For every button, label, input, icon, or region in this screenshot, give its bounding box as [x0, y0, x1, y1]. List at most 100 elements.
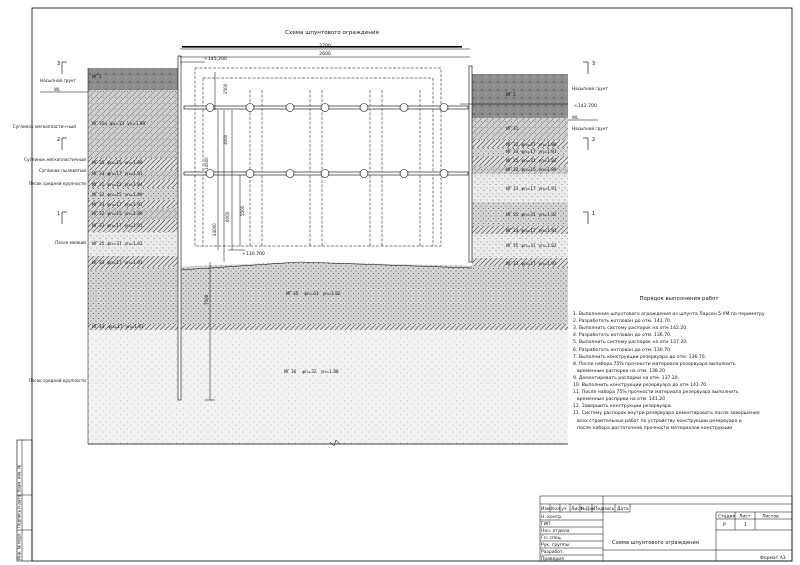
note-item: всех строительных работ по устройству ко…: [577, 418, 742, 424]
note-item: временные распорки на отм. 141.20: [577, 397, 666, 403]
sheet-value: 1: [744, 522, 747, 528]
svg-text:№Док: №Док: [581, 506, 595, 512]
dim-top1: 2700: [319, 43, 331, 49]
note-item: 2. Разработать котлован до отм. 141.70.: [573, 319, 672, 325]
dim-3000: 3000: [223, 134, 228, 145]
left-mark-3: 3: [57, 61, 60, 67]
svg-text:Изм.: Изм.: [541, 506, 552, 512]
svg-text:ГИП: ГИП: [541, 521, 551, 527]
label-sand-fine: Песок мелкий: [55, 240, 86, 245]
strip-replace: Взам. инв. №: [17, 465, 22, 492]
svg-text:Кол.уч: Кол.уч: [551, 506, 567, 512]
struts: [183, 103, 469, 178]
note-item: 1. Выполнение шпунтового ограждения из ш…: [573, 312, 765, 318]
soil-left: [88, 68, 180, 270]
label-wl-right: WL: [572, 115, 579, 120]
sheets-header: Листов: [762, 514, 779, 520]
note-item: 3. Выполнить систему распорок на отм 142…: [573, 326, 688, 332]
dim-14500: 14500: [204, 157, 209, 170]
label-fill-right: Насыпной грунт: [572, 86, 608, 91]
svg-text:Подпись: Подпись: [594, 506, 615, 512]
binding-strip: Инв. № подл. Подпись и дата Взам. инв. №: [17, 439, 33, 562]
reservoir-outline: [194, 67, 442, 247]
dim-top2: 2600: [319, 51, 331, 57]
right-mark-2: 2: [592, 137, 595, 143]
layer-tag: ИГ 1: [506, 92, 516, 97]
note-item: после набора достаточной прочности матер…: [577, 425, 733, 431]
stamp-format: Формат А3: [760, 555, 786, 561]
soil-right: [472, 74, 568, 270]
label-wl-left: WL: [54, 87, 61, 92]
layer-tag: ИГ 1: [92, 74, 102, 79]
soil-bottom: [87, 68, 568, 447]
section-marks: [40, 61, 598, 224]
note-item: 12. Завершить конструкции резервуара.: [573, 404, 673, 410]
label-sand-med2: Песок средней крупности: [29, 378, 87, 383]
right-soil-labels: Насыпной грунт WL Насыпной грунт: [572, 86, 608, 131]
note-item: 4. Разработать котлован до отм. 136.70.: [573, 333, 672, 339]
excavation-pit: [180, 68, 472, 262]
left-mark-1: 1: [57, 211, 60, 217]
label-loam2: Суглинок мягкопластичный: [24, 157, 86, 162]
svg-text:Рук. группы: Рук. группы: [541, 542, 570, 548]
notes-list: 1. Выполнение шпунтового ограждения из ш…: [573, 311, 785, 432]
right-mark-3: 3: [592, 61, 595, 67]
svg-text:Лист: Лист: [571, 506, 583, 512]
note-item: 9. Демонтировать распорки на отм. 137.20…: [573, 375, 680, 381]
strip-sign: Подпись и дата: [17, 494, 22, 528]
stamp-head: Изм. Кол.уч Лист №Док Подпись Дата: [541, 506, 629, 512]
note-item: 6. Разработать котлован до отм. 130.70.: [573, 347, 672, 353]
elev-top: +145.200: [204, 56, 227, 62]
dim-6000: 6000: [225, 211, 230, 222]
stage-value: Р: [723, 522, 726, 528]
strip-inv: Инв. № подл.: [17, 532, 22, 560]
layer-tag: ИГ 31: [506, 126, 519, 131]
right-mark-1: 1: [592, 211, 595, 217]
stamp-roles: Н. контр. ГИП Нач. отдела Гл. спец. Рук.…: [541, 514, 570, 562]
left-soil-labels: Насыпной грунт WL Суглинок мягкопластич-…: [13, 78, 87, 383]
title-block: [539, 495, 793, 562]
notes-title: Порядок выполнения работ: [639, 296, 719, 302]
note-item: 10. Выполнить конструкции резервуара до …: [573, 383, 708, 389]
svg-text:Нач. отдела: Нач. отдела: [541, 528, 570, 534]
note-item: 8. После набора 75% прочности материала …: [573, 361, 736, 367]
svg-text:Разработ.: Разработ.: [541, 549, 564, 555]
label-loam: Суглинок мягкопластич-ный: [13, 124, 77, 129]
sheet-piles: [177, 46, 473, 401]
label-sand-med: Песок средней крупности: [29, 181, 87, 186]
dimension-lines: [180, 48, 568, 401]
label-fill2-right: Насыпной грунт: [572, 126, 608, 131]
note-item: 7. Выполнить конструкции резервуара до о…: [573, 354, 707, 360]
label-fill: Насыпной грунт: [40, 78, 76, 83]
dim-7500: 7500: [204, 294, 209, 305]
svg-text:Гл. спец.: Гл. спец.: [541, 535, 562, 541]
note-item: 5. Выполнить систему распорок на отм 137…: [573, 340, 688, 346]
dim-2500: 2500: [223, 83, 228, 94]
elev-bottom: +130.700: [242, 251, 265, 257]
label-loam3: Суглинок пылеватый: [39, 168, 86, 173]
